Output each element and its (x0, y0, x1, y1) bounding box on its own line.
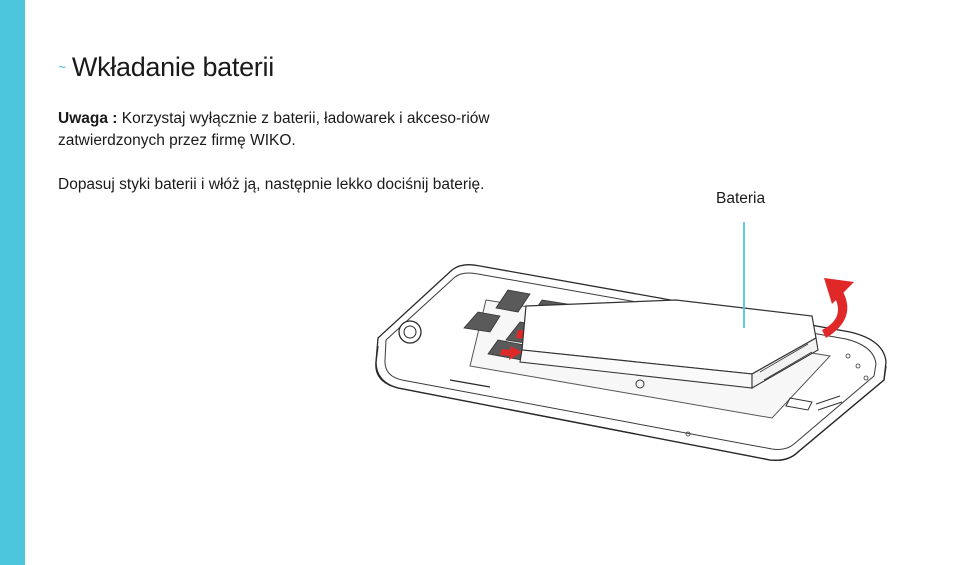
sim-slot-1 (495, 289, 531, 313)
page-title: ~ Wkładanie baterii (58, 52, 274, 83)
camera-lens-icon (403, 325, 417, 339)
note-label: Uwaga : (58, 110, 118, 127)
note-paragraph: Uwaga : Korzystaj wyłącznie z baterii, ł… (58, 108, 490, 152)
page-title-text: Wkładanie baterii (71, 52, 274, 82)
sd-slot-1 (463, 311, 501, 333)
phone-inner-rim (384, 272, 877, 450)
insert-arrow-icon (822, 278, 854, 338)
battery-callout-label: Bateria (716, 190, 766, 207)
phone-edge (375, 345, 887, 461)
battery-contacts (759, 343, 813, 381)
accent-sidebar (0, 0, 25, 565)
speaker-grille-icon (785, 397, 813, 411)
note-text: Korzystaj wyłącznie z baterii, ładowarek… (58, 110, 490, 149)
tilde-bullet-icon: ~ (58, 59, 66, 75)
instruction-paragraph: Dopasuj styki baterii i włóż ją, następn… (58, 176, 485, 193)
